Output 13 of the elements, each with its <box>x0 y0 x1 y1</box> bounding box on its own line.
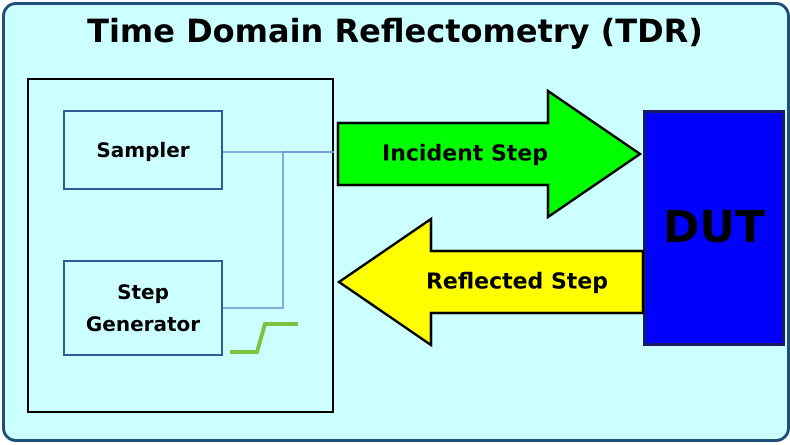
step-generator-box <box>63 260 223 356</box>
node-label: DUT <box>662 200 766 255</box>
instrument-box <box>27 78 334 413</box>
connector-line <box>223 151 334 309</box>
block-arrow <box>336 216 644 348</box>
edge-label: Incident Step <box>382 142 548 166</box>
block-arrow <box>336 88 642 220</box>
sampler-box <box>63 110 223 190</box>
dut-box <box>643 110 785 346</box>
node-label: Sampler <box>96 137 190 164</box>
edge-label: Reflected Step <box>426 270 608 294</box>
diagram-title: Time Domain Reflectometry (TDR) <box>86 12 704 50</box>
node-label: Step Generator <box>84 279 202 338</box>
